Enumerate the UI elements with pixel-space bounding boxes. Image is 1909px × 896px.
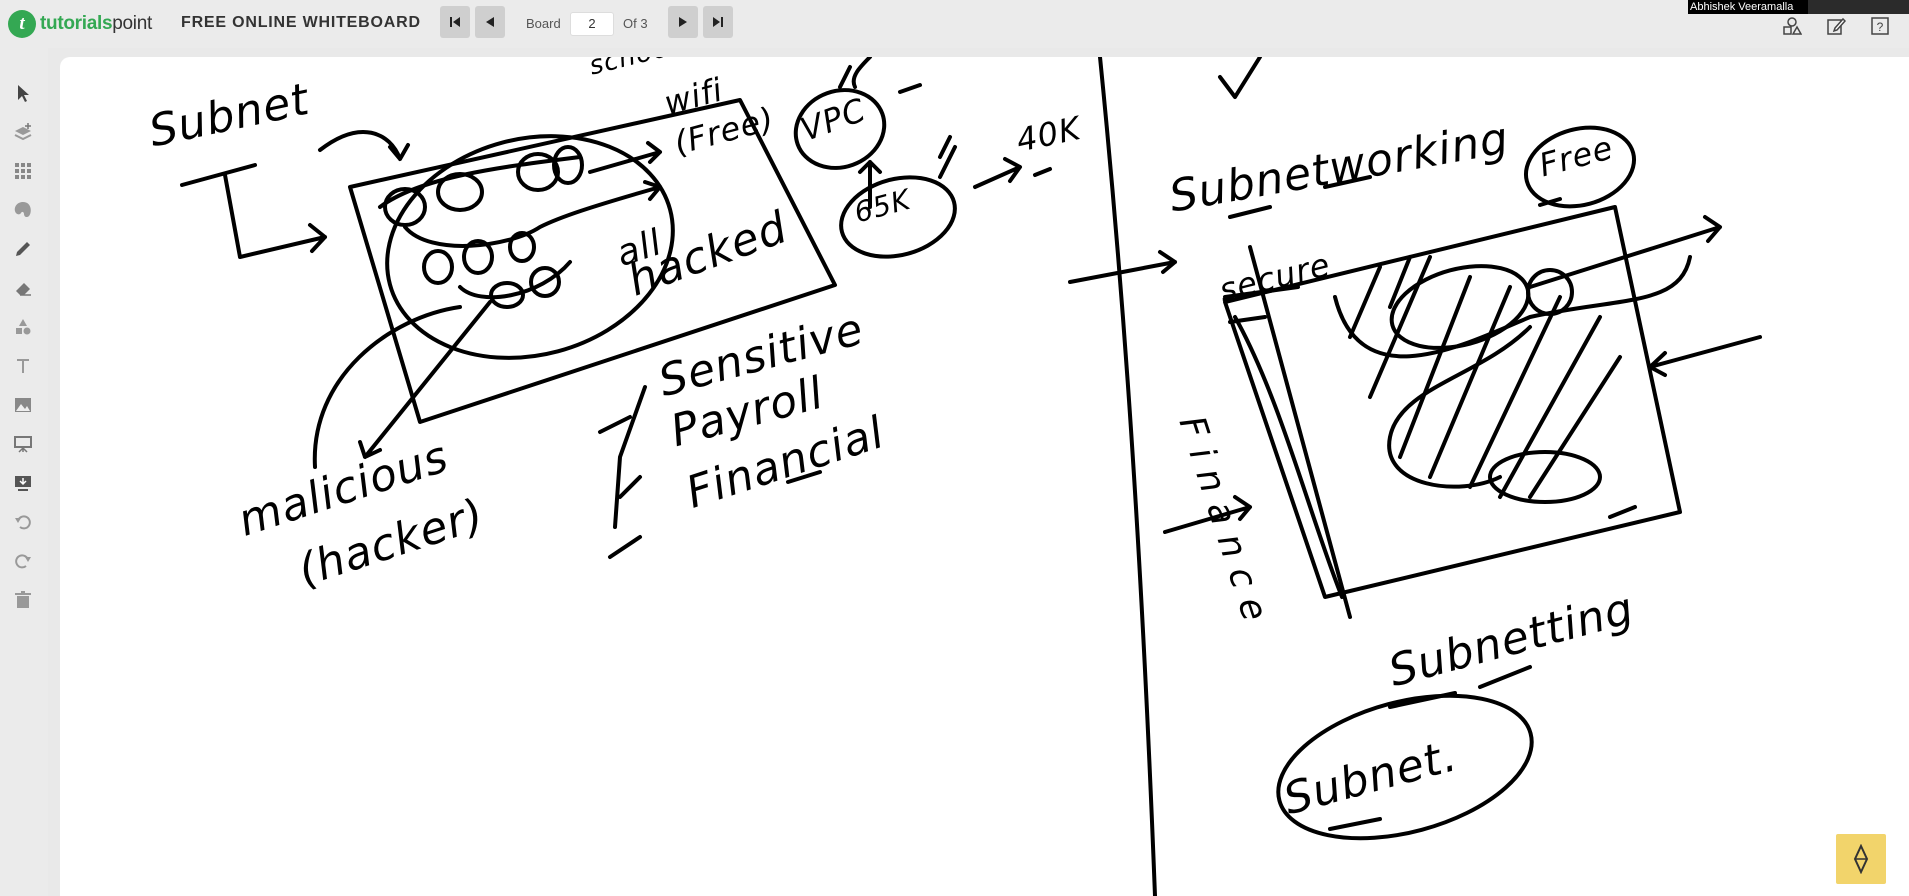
layers-tool[interactable] xyxy=(12,121,34,143)
participant-name: Abhishek Veeramalla xyxy=(1688,0,1810,14)
tutorialspoint-logo[interactable]: t tutorialspoint xyxy=(8,10,152,38)
pointer-icon xyxy=(18,85,29,102)
pencil-tool[interactable] xyxy=(12,238,34,260)
first-page-icon xyxy=(450,17,460,27)
edit-icon[interactable] xyxy=(1826,16,1846,36)
compass-button[interactable] xyxy=(1836,834,1886,884)
app-title: FREE ONLINE WHITEBOARD xyxy=(181,14,421,31)
whiteboard-canvas[interactable]: Subnet school wifi (Free) VPC 65K 40K al… xyxy=(60,57,1909,896)
board-label: Board xyxy=(526,16,561,31)
eraser-icon xyxy=(16,283,31,296)
presentation-icon xyxy=(14,436,32,453)
redo-button[interactable] xyxy=(12,550,34,572)
logo-text: tutorialspoint xyxy=(40,13,152,34)
download-icon xyxy=(15,476,31,491)
shapes-icon[interactable] xyxy=(1782,16,1802,36)
shapes-icon xyxy=(16,319,31,335)
redo-icon xyxy=(15,554,31,569)
freehand-drawing xyxy=(180,57,1762,896)
prev-board-button[interactable] xyxy=(475,6,505,38)
layers-add-icon xyxy=(14,123,32,141)
undo-icon xyxy=(15,515,31,530)
grid-icon xyxy=(15,163,31,179)
first-board-button[interactable] xyxy=(440,6,470,38)
logo-mark-icon: t xyxy=(8,10,36,38)
board-total: Of 3 xyxy=(623,16,648,31)
pencil-icon xyxy=(16,242,30,256)
trash-icon xyxy=(15,591,31,608)
presentation-tool[interactable] xyxy=(12,433,34,455)
download-tool[interactable] xyxy=(12,472,34,494)
undo-button[interactable] xyxy=(12,511,34,533)
next-page-icon xyxy=(679,17,687,27)
select-tool[interactable] xyxy=(12,82,34,104)
participant-video xyxy=(1808,0,1909,14)
shape-tool[interactable] xyxy=(12,316,34,338)
image-tool[interactable] xyxy=(12,394,34,416)
text-tool[interactable] xyxy=(12,355,34,377)
image-icon xyxy=(15,398,31,412)
compass-icon xyxy=(1853,844,1869,874)
prev-page-icon xyxy=(486,17,494,27)
palette-icon xyxy=(14,202,31,218)
text-icon xyxy=(17,359,29,373)
svg-text:?: ? xyxy=(1877,20,1884,34)
tool-sidebar xyxy=(0,48,48,896)
last-board-button[interactable] xyxy=(703,6,733,38)
next-board-button[interactable] xyxy=(668,6,698,38)
eraser-tool[interactable] xyxy=(12,277,34,299)
delete-button[interactable] xyxy=(12,589,34,611)
top-toolbar: t tutorialspoint FREE ONLINE WHITEBOARD … xyxy=(0,0,1909,48)
grid-tool[interactable] xyxy=(12,160,34,182)
color-tool[interactable] xyxy=(12,199,34,221)
help-icon[interactable]: ? xyxy=(1870,16,1890,36)
last-page-icon xyxy=(713,17,723,27)
board-number-input[interactable]: 2 xyxy=(570,12,614,36)
